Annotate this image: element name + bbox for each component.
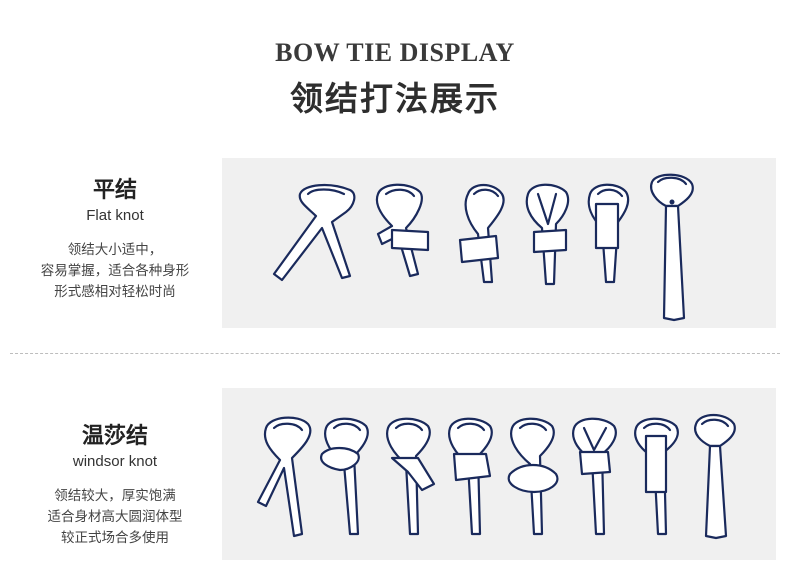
flat-knot-name-en: Flat knot: [86, 207, 144, 224]
windsor-knot-step-1-illustration: [256, 416, 312, 538]
windsor-knot-description: 领结较大，厚实饱满 适合身材高大圆润体型 较正式场合多使用: [0, 485, 230, 548]
flat-knot-steps-illustration: [272, 173, 694, 322]
windsor-knot-step-7-illustration: [634, 417, 679, 536]
windsor-knot-step-2-illustration: [320, 417, 369, 536]
windsor-knot-step-3-illustration: [386, 417, 436, 536]
windsor-knot-step-6-illustration: [572, 417, 617, 536]
flat-knot-description: 领结大小适中， 容易掌握，适合各种身形 形式感相对轻松时尚: [0, 239, 230, 302]
flat-knot-desc-line: 形式感相对轻松时尚: [54, 284, 176, 299]
flat-knot-desc-line: 领结大小适中，: [67, 242, 163, 257]
windsor-knot-steps-illustration: [256, 413, 736, 540]
windsor-knot-label-block: 温莎结 windsor knot 领结较大，厚实饱满 适合身材高大圆润体型 较正…: [0, 418, 230, 548]
title-chinese: 领结打法展示: [290, 79, 500, 118]
windsor-knot-section: 温莎结 windsor knot 领结较大，厚实饱满 适合身材高大圆润体型 较正…: [0, 388, 790, 560]
windsor-knot-desc-line: 领结较大，厚实饱满: [54, 488, 176, 503]
flat-knot-step-5-illustration: [587, 183, 630, 284]
flat-knot-step-4-illustration: [525, 183, 570, 286]
flat-knot-section: 平结 Flat knot 领结大小适中， 容易掌握，适合各种身形 形式感相对轻松…: [0, 158, 790, 328]
windsor-knot-step-5-illustration: [507, 417, 559, 536]
flat-knot-illustration-panel: [222, 158, 776, 328]
windsor-knot-desc-line: 适合身材高大圆润体型: [47, 509, 183, 524]
flat-knot-step-2-illustration: [375, 183, 430, 278]
flat-knot-step-1-illustration: [272, 184, 356, 282]
flat-knot-step-3-illustration: [458, 183, 505, 284]
flat-knot-step-6-illustration: [650, 173, 694, 322]
windsor-knot-name-cn: 温莎结: [81, 423, 148, 448]
windsor-knot-step-4-illustration: [448, 417, 493, 536]
title-english: BOW TIE DISPLAY: [275, 38, 515, 67]
flat-knot-name-cn: 平结: [92, 177, 137, 202]
windsor-knot-step-8-illustration: [694, 413, 736, 540]
windsor-knot-illustration-panel: [222, 388, 776, 560]
flat-knot-label-block: 平结 Flat knot 领结大小适中， 容易掌握，适合各种身形 形式感相对轻松…: [0, 172, 230, 302]
windsor-knot-name-en: windsor knot: [72, 453, 158, 470]
flat-knot-desc-line: 容易掌握，适合各种身形: [40, 263, 190, 278]
section-divider: [10, 353, 780, 354]
windsor-knot-desc-line: 较正式场合多使用: [61, 530, 169, 545]
